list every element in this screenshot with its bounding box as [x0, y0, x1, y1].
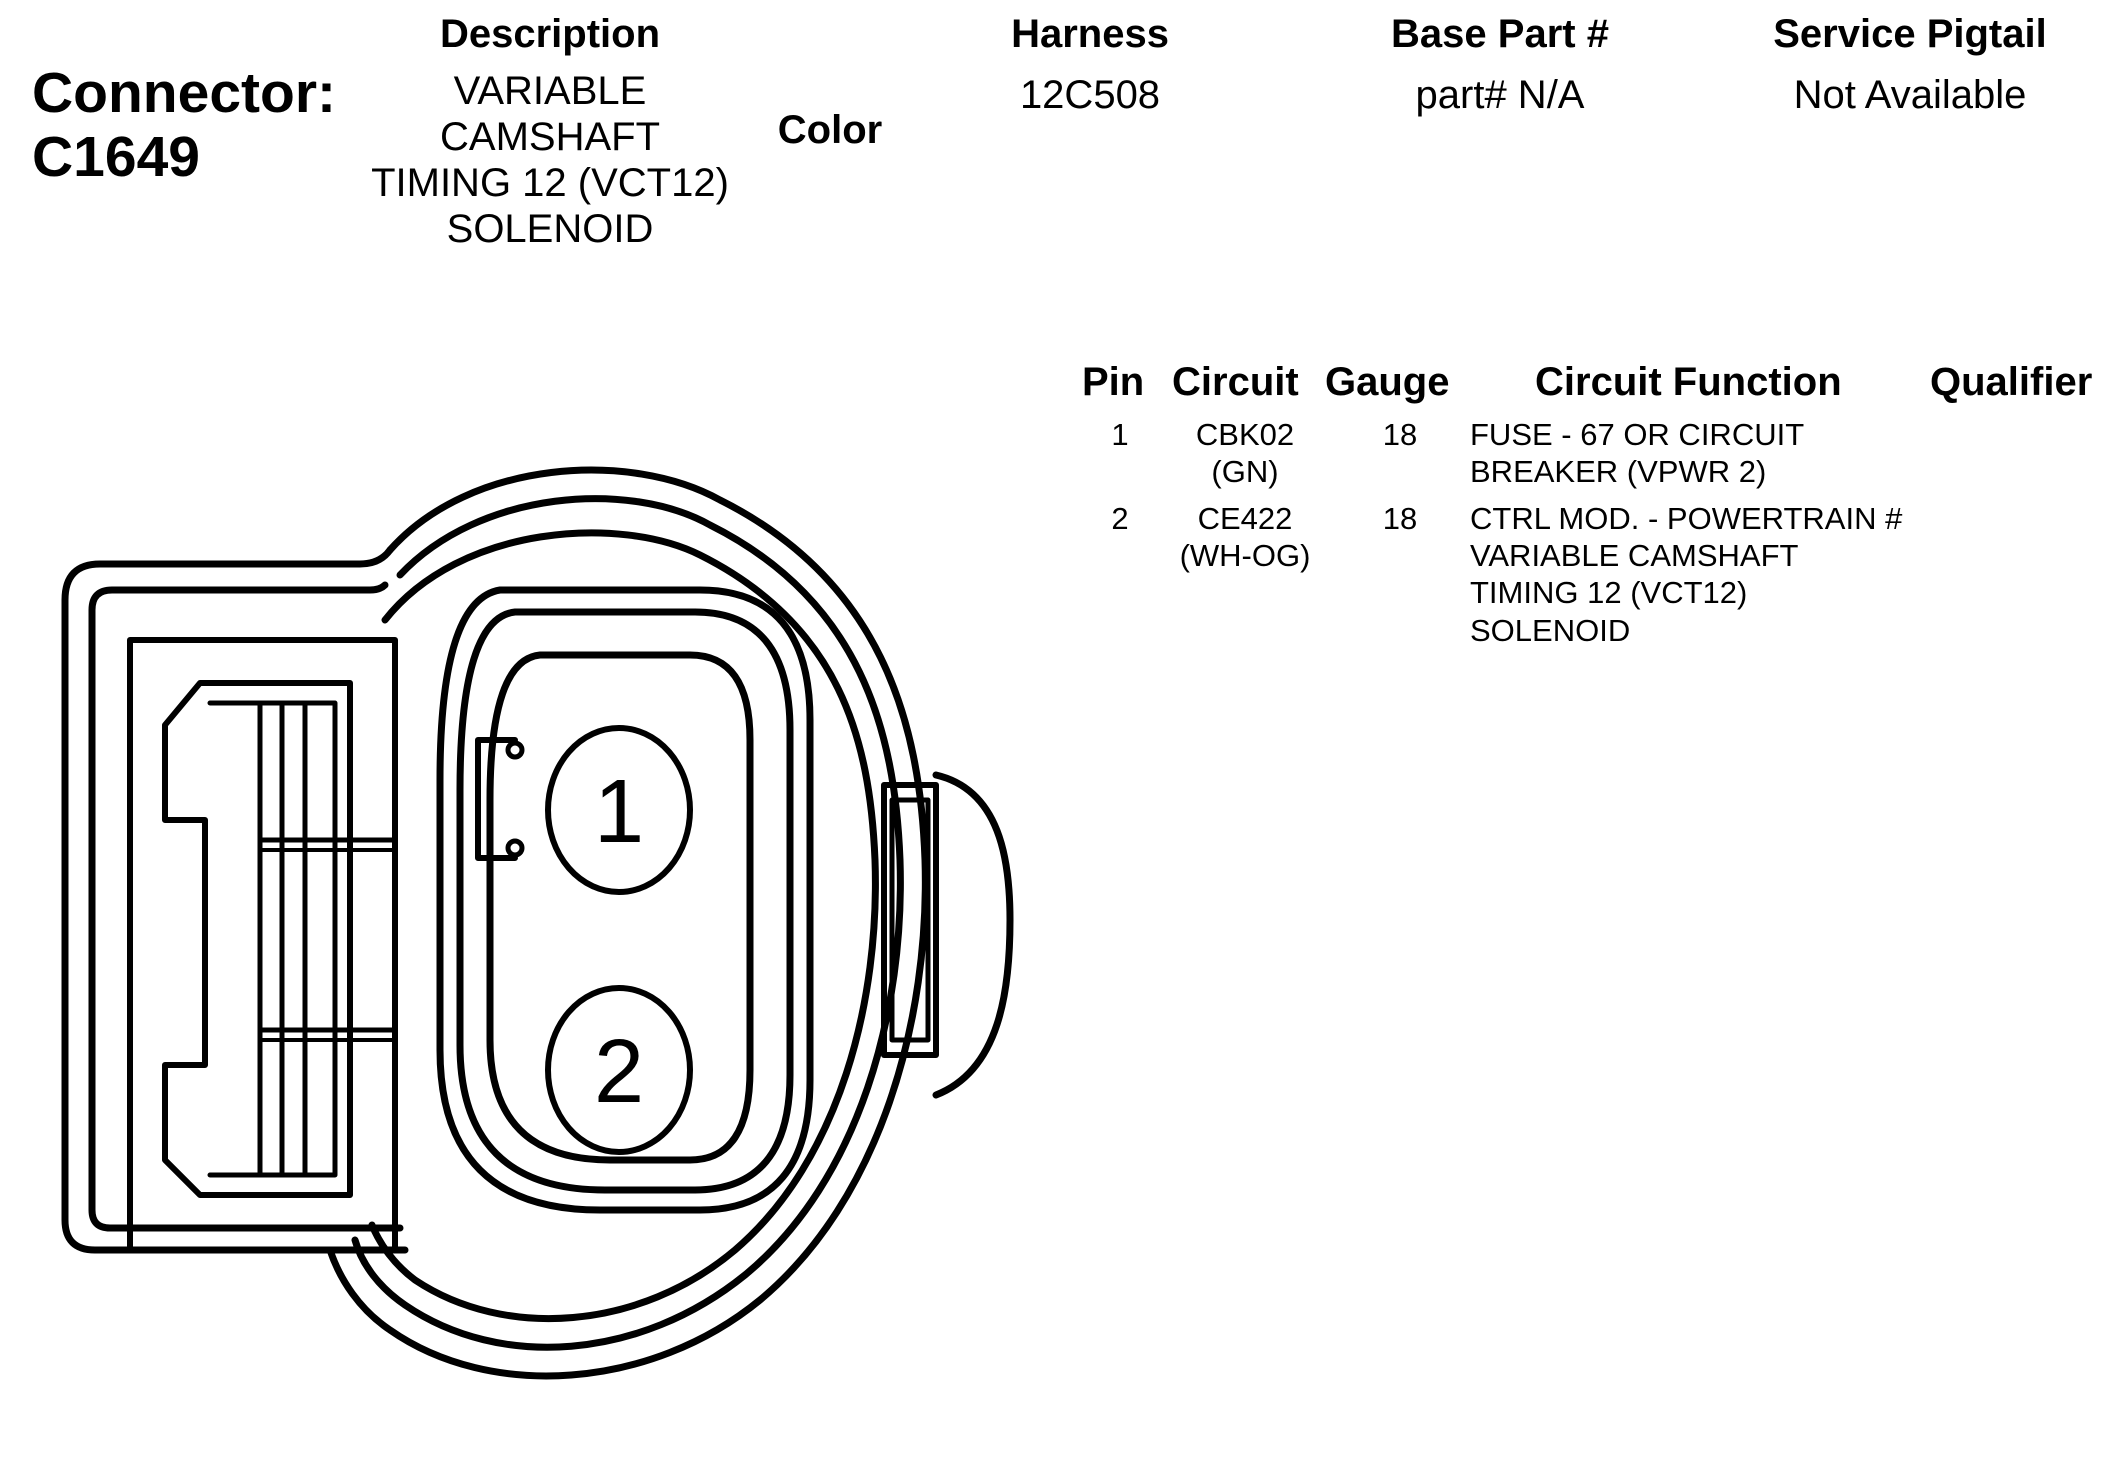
latch-housing — [61, 546, 409, 1254]
pin-column-header: Pin — [1082, 360, 1145, 404]
circuit-column-header: Circuit — [1172, 360, 1299, 404]
connector-body-outline — [326, 466, 929, 1380]
circuit-function: CTRL MOD. - POWERTRAIN # VARIABLE CAMSHA… — [1470, 501, 1903, 648]
wire-gauge: 18 — [1382, 417, 1418, 452]
gauge-column-header: Gauge — [1325, 360, 1450, 404]
pin-1: 1 — [545, 725, 693, 895]
pin-cavity — [436, 586, 814, 1214]
pin-table: Pin Circuit Gauge Circuit Function Quali… — [0, 0, 2124, 700]
color-header: Color — [777, 108, 883, 152]
pin-number: 2 — [1111, 501, 1129, 536]
table-row: 2 CE422 (WH-OG) 18 CTRL MOD. - POWERTRAI… — [1060, 500, 2100, 660]
pin-1-label: 1 — [594, 762, 644, 862]
harness-value: 12C508 — [1019, 73, 1161, 117]
circuit-code: CBK02 (GN) — [1195, 417, 1295, 490]
service-pigtail-value: Not Available — [1793, 73, 2027, 117]
side-key — [881, 771, 1014, 1099]
wire-gauge: 18 — [1382, 501, 1418, 536]
connector-id: C1649 — [32, 124, 200, 189]
connector-label: Connector: — [32, 61, 336, 125]
pin-number: 1 — [1111, 417, 1129, 452]
service-pigtail-header: Service Pigtail — [1773, 12, 2047, 56]
circuit-function: FUSE - 67 OR CIRCUIT BREAKER (VPWR 2) — [1470, 417, 1805, 490]
harness-header: Harness — [1011, 12, 1169, 56]
base-part-header: Base Part # — [1391, 12, 1609, 56]
pin-2-label: 2 — [594, 1022, 644, 1122]
table-row: 1 CBK02 (GN) 18 FUSE - 67 OR CIRCUIT BRE… — [1060, 416, 2100, 496]
base-part-value: part# N/A — [1415, 73, 1585, 117]
circuit-function-column-header: Circuit Function — [1535, 360, 1842, 404]
qualifier-column-header: Qualifier — [1930, 360, 2093, 404]
circuit-code: CE422 (WH-OG) — [1179, 501, 1311, 574]
pin-2: 2 — [545, 985, 693, 1155]
description-header: Description — [439, 12, 661, 56]
description-value: VARIABLE CAMSHAFT TIMING 12 (VCT12) SOLE… — [371, 69, 729, 251]
